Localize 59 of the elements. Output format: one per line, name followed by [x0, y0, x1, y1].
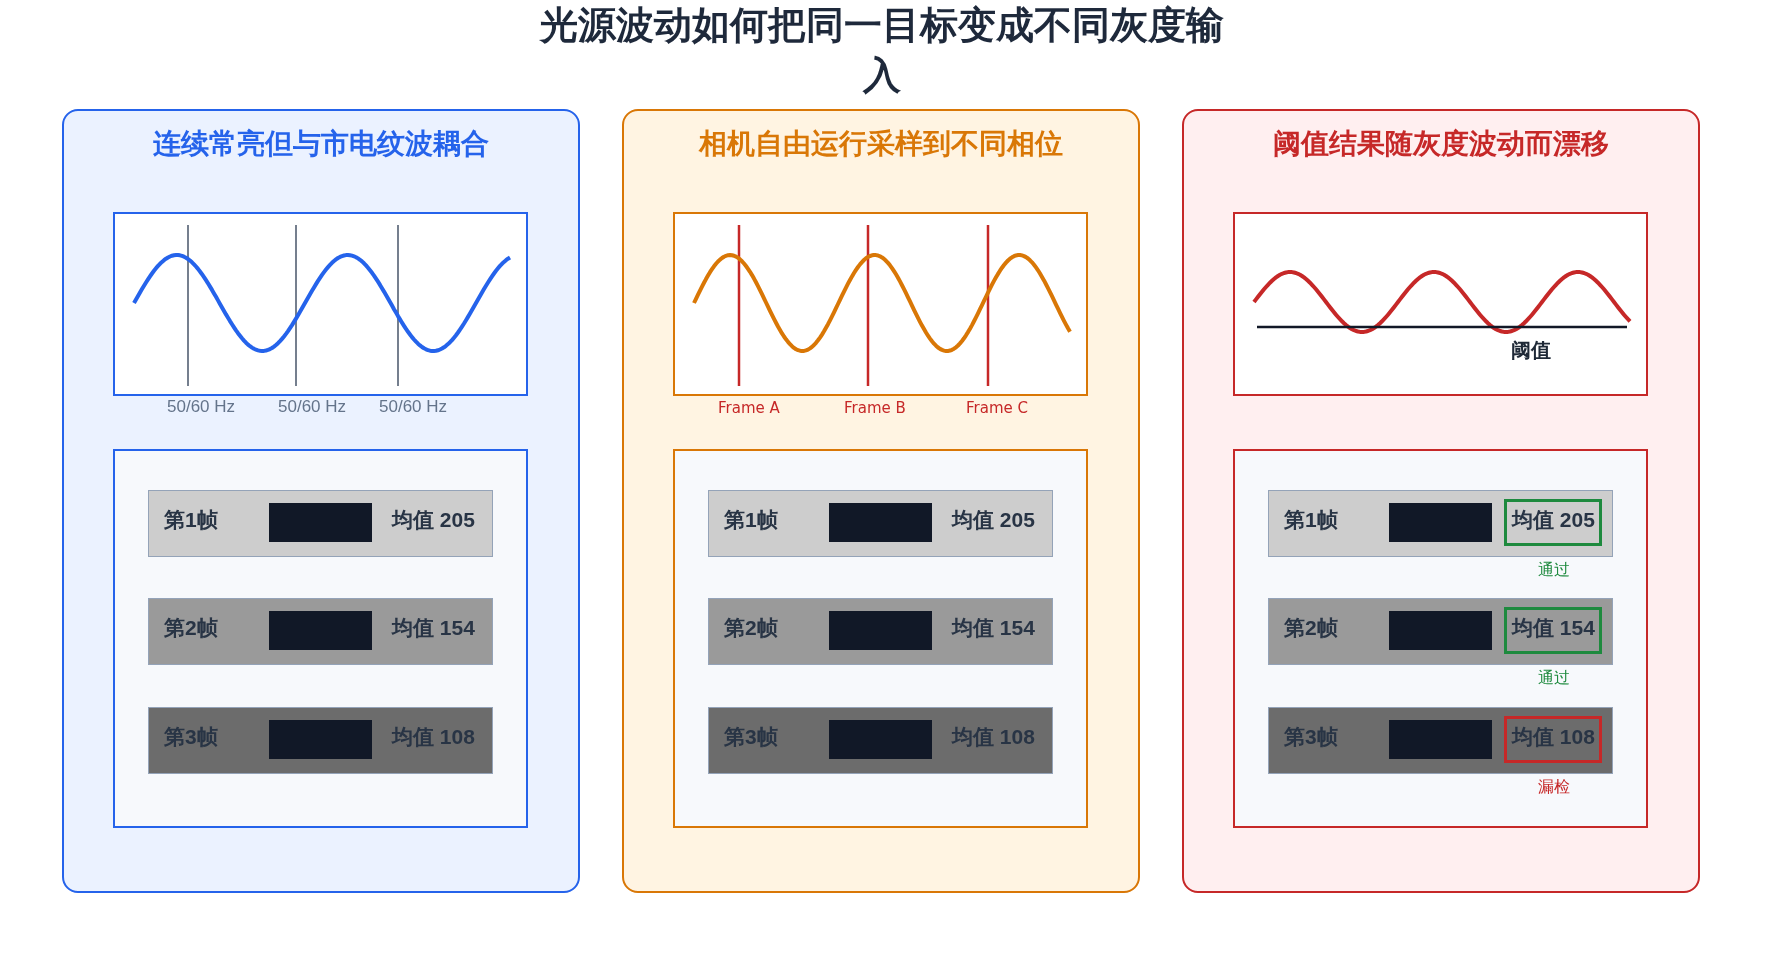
frame-number: 第2帧: [164, 614, 218, 640]
frame-number: 第3帧: [724, 723, 778, 749]
result-label: 通过: [1538, 559, 1570, 579]
mean-value: 均值 108: [392, 723, 475, 749]
frequency-label: 50/60 Hz: [278, 397, 347, 418]
frame-number: 第3帧: [164, 723, 218, 749]
frame-list-panel: [112, 448, 528, 828]
frame-row: [707, 597, 1053, 665]
target-patch: [829, 720, 932, 759]
frame-row: [1267, 706, 1613, 774]
frame-row: [707, 706, 1053, 774]
frame-row: [147, 706, 493, 774]
result-label: 漏检: [1538, 776, 1570, 796]
mean-value: 均值 154: [952, 614, 1035, 640]
frame-row: [1267, 489, 1613, 557]
frame-row: [1267, 597, 1613, 665]
target-patch: [269, 611, 372, 650]
waveform-plot: [112, 211, 528, 396]
waveform-plot: [1232, 211, 1648, 396]
frame-number: 第1帧: [1284, 506, 1338, 532]
target-patch: [829, 503, 932, 542]
panel-card: [62, 109, 580, 893]
frame-number: 第1帧: [724, 506, 778, 532]
frame-row: [707, 489, 1053, 557]
frame-list-panel: [672, 448, 1088, 828]
frame-label: Frame A: [718, 399, 780, 417]
frame-list-panel: [1232, 448, 1648, 828]
frame-number: 第2帧: [1284, 614, 1338, 640]
target-patch: [1389, 720, 1492, 759]
target-patch: [269, 503, 372, 542]
waveform-plot: [672, 211, 1088, 396]
mean-value: 均值 108: [952, 723, 1035, 749]
target-patch: [1389, 611, 1492, 650]
frame-label: Frame C: [966, 399, 1028, 417]
mean-value: 均值 108: [1512, 723, 1595, 749]
frame-label: Frame B: [844, 399, 906, 417]
mean-value: 均值 205: [1512, 506, 1595, 532]
result-label: 通过: [1538, 667, 1570, 687]
mean-value: 均值 205: [392, 506, 475, 532]
target-patch: [1389, 503, 1492, 542]
frame-number: 第3帧: [1284, 723, 1338, 749]
mean-value: 均值 154: [392, 614, 475, 640]
threshold-label: 阈值: [1511, 338, 1551, 362]
frame-row: [147, 489, 493, 557]
panel-card: [1182, 109, 1700, 893]
panel-title: 阈值结果随灰度波动而漂移: [1272, 126, 1609, 161]
frame-row: [147, 597, 493, 665]
target-patch: [269, 720, 372, 759]
frequency-label: 50/60 Hz: [379, 397, 448, 418]
panel-title: 连续常亮但与市电纹波耦合: [152, 126, 489, 161]
title: 光源波动如何把同一目标变成不同灰度输入: [538, 3, 1225, 98]
mean-value: 均值 205: [952, 506, 1035, 532]
panel-title: 相机自由运行采样到不同相位: [698, 126, 1063, 161]
frame-number: 第1帧: [164, 506, 218, 532]
frame-number: 第2帧: [724, 614, 778, 640]
frequency-label: 50/60 Hz: [167, 397, 236, 418]
mean-value: 均值 154: [1512, 614, 1595, 640]
target-patch: [829, 611, 932, 650]
panel-card: [622, 109, 1140, 893]
